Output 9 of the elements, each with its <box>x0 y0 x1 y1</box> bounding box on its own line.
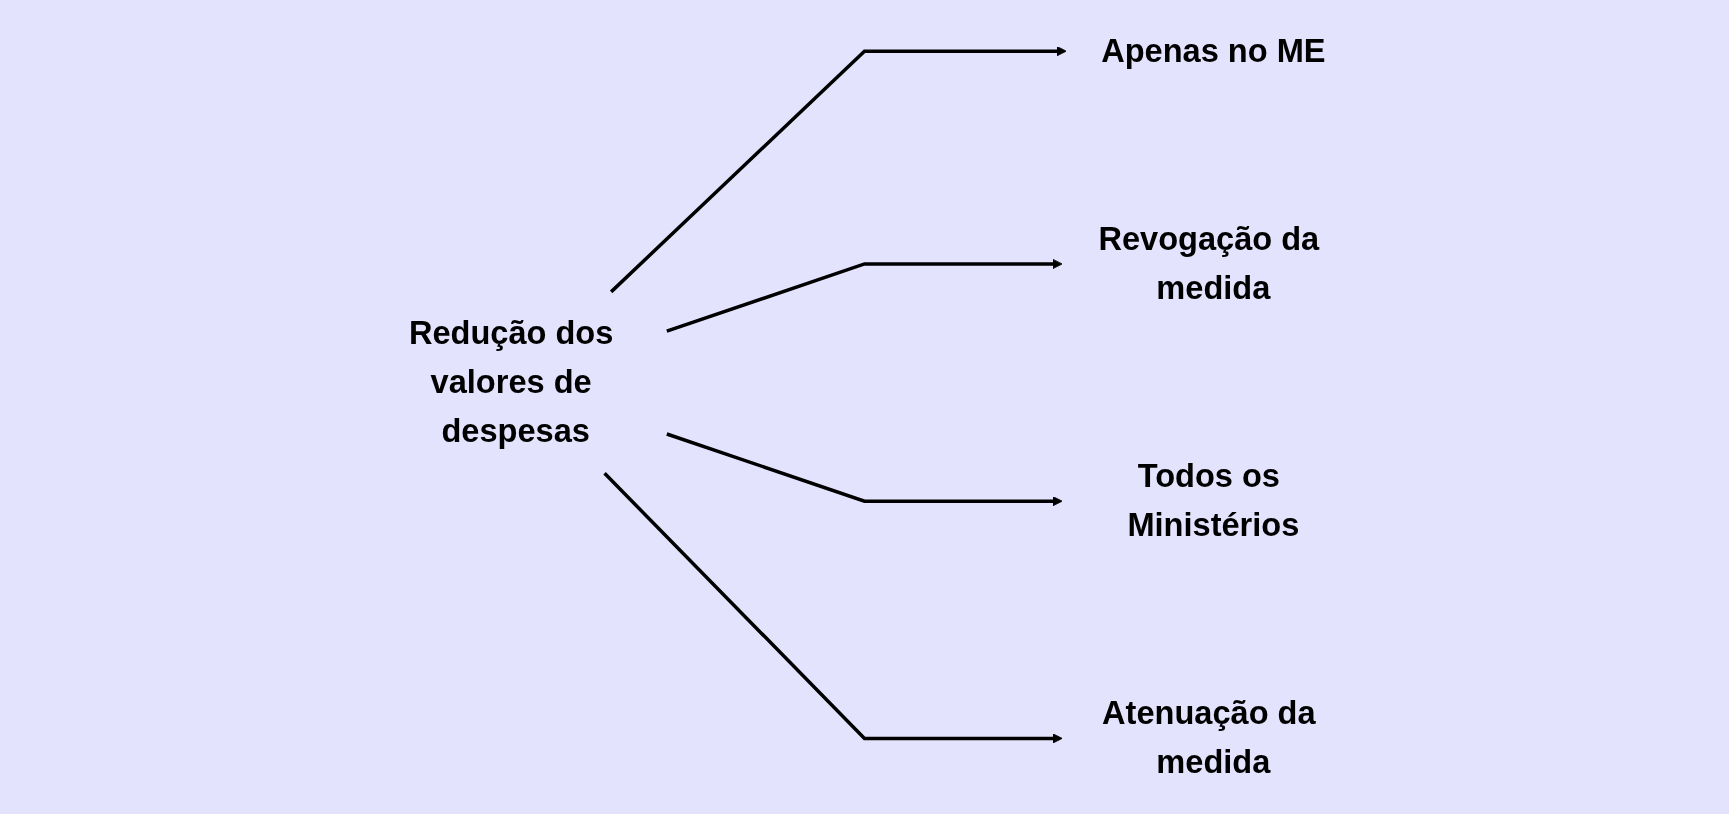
arrow <box>609 46 1067 294</box>
arrow <box>666 258 1063 333</box>
node-text: Todos os Ministérios <box>1127 458 1300 544</box>
arrow <box>666 432 1063 507</box>
arrow <box>603 472 1063 744</box>
node-text: Redução dos valores de despesas <box>408 315 614 449</box>
node-text: Apenas no ME <box>1101 32 1326 69</box>
node-text: Atenuação da medida <box>1102 695 1316 781</box>
node-text: Revogação da medida <box>1098 220 1320 306</box>
